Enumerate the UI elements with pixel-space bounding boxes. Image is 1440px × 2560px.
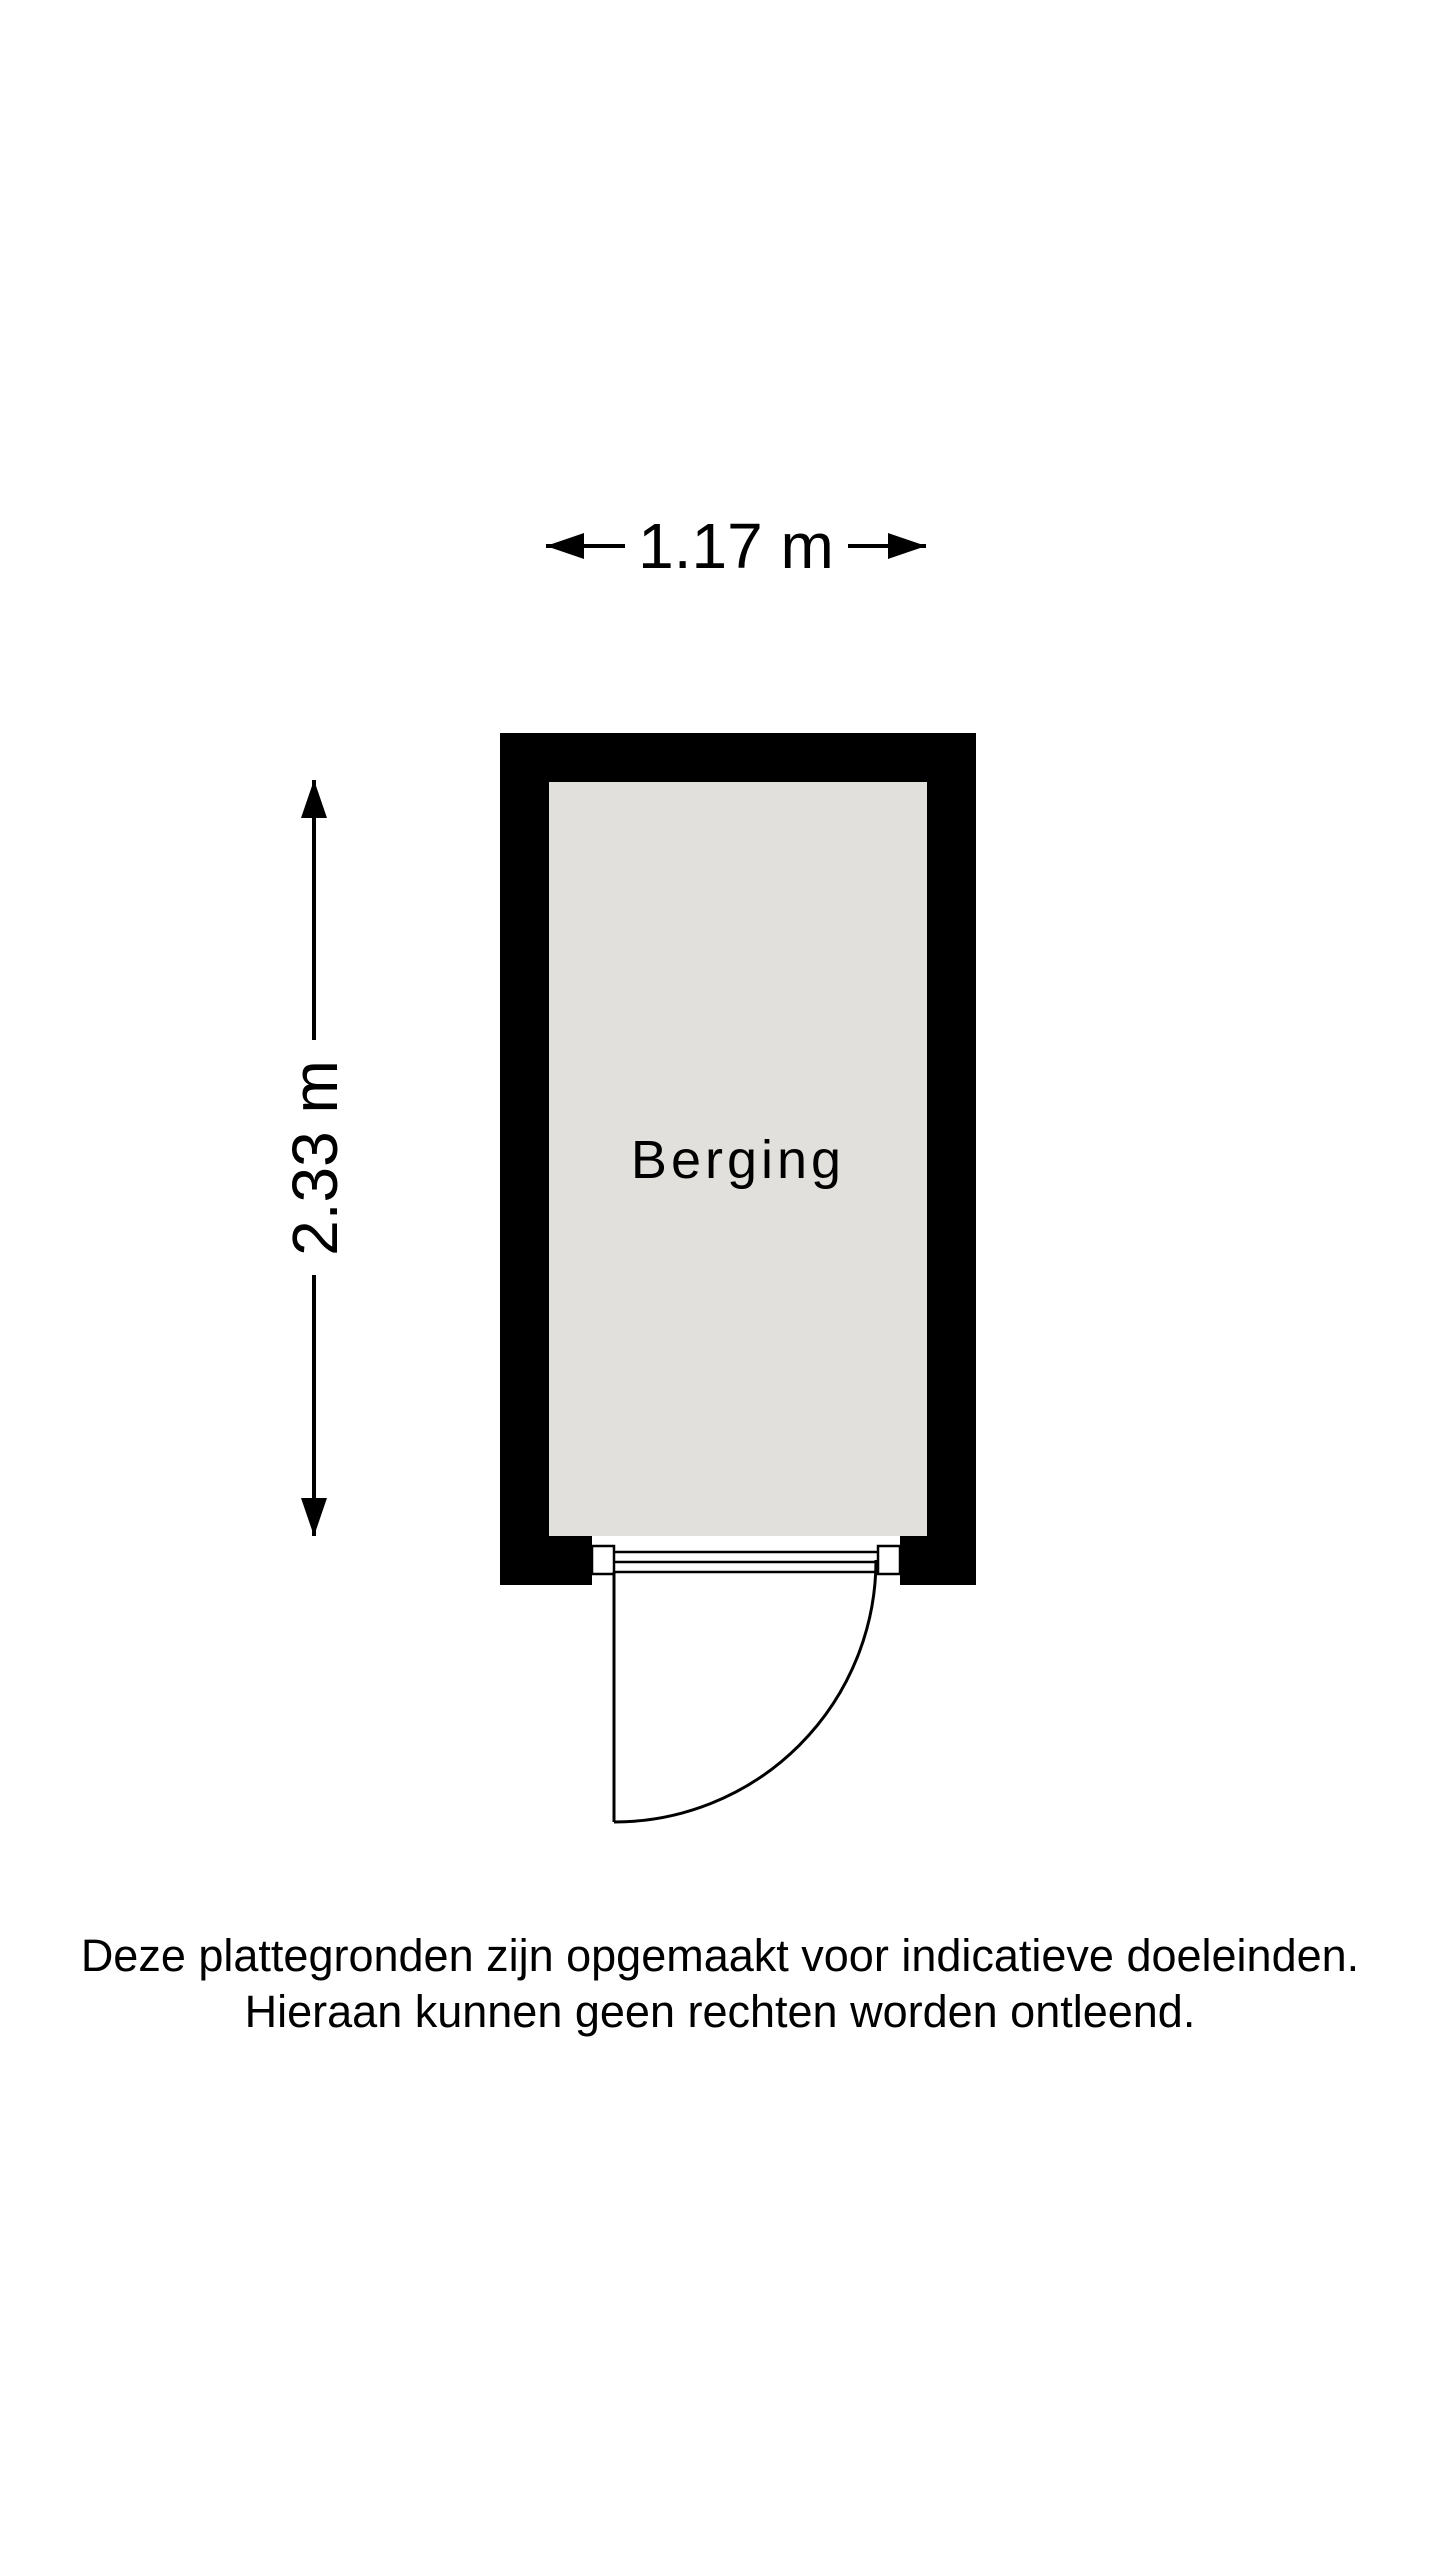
door-frame-right xyxy=(876,1544,902,1576)
height-dimension-label: 2.33 m xyxy=(279,1060,351,1256)
width-dimension-label: 1.17 m xyxy=(638,510,834,582)
width-arrowhead-left xyxy=(546,533,584,559)
width-arrowhead-right xyxy=(888,533,926,559)
disclaimer-line-1: Deze plattegronden zijn opgemaakt voor i… xyxy=(80,1930,1360,1981)
height-arrowhead-bottom xyxy=(301,1498,327,1536)
disclaimer-line-2: Hieraan kunnen geen rechten worden ontle… xyxy=(244,1986,1196,2037)
room-floor xyxy=(549,782,927,1536)
height-arrowhead-top xyxy=(301,780,327,818)
door-frame-left xyxy=(590,1544,616,1576)
width-dimension: 1.17 m xyxy=(546,510,926,582)
door-swing-arc xyxy=(613,1559,878,1824)
height-dimension: 2.33 m xyxy=(279,780,351,1536)
door-opening xyxy=(592,1536,900,1585)
disclaimer: Deze plattegronden zijn opgemaakt voor i… xyxy=(0,1928,1440,2040)
room-label: Berging xyxy=(631,1130,845,1190)
room-berging: Berging xyxy=(500,733,976,1824)
